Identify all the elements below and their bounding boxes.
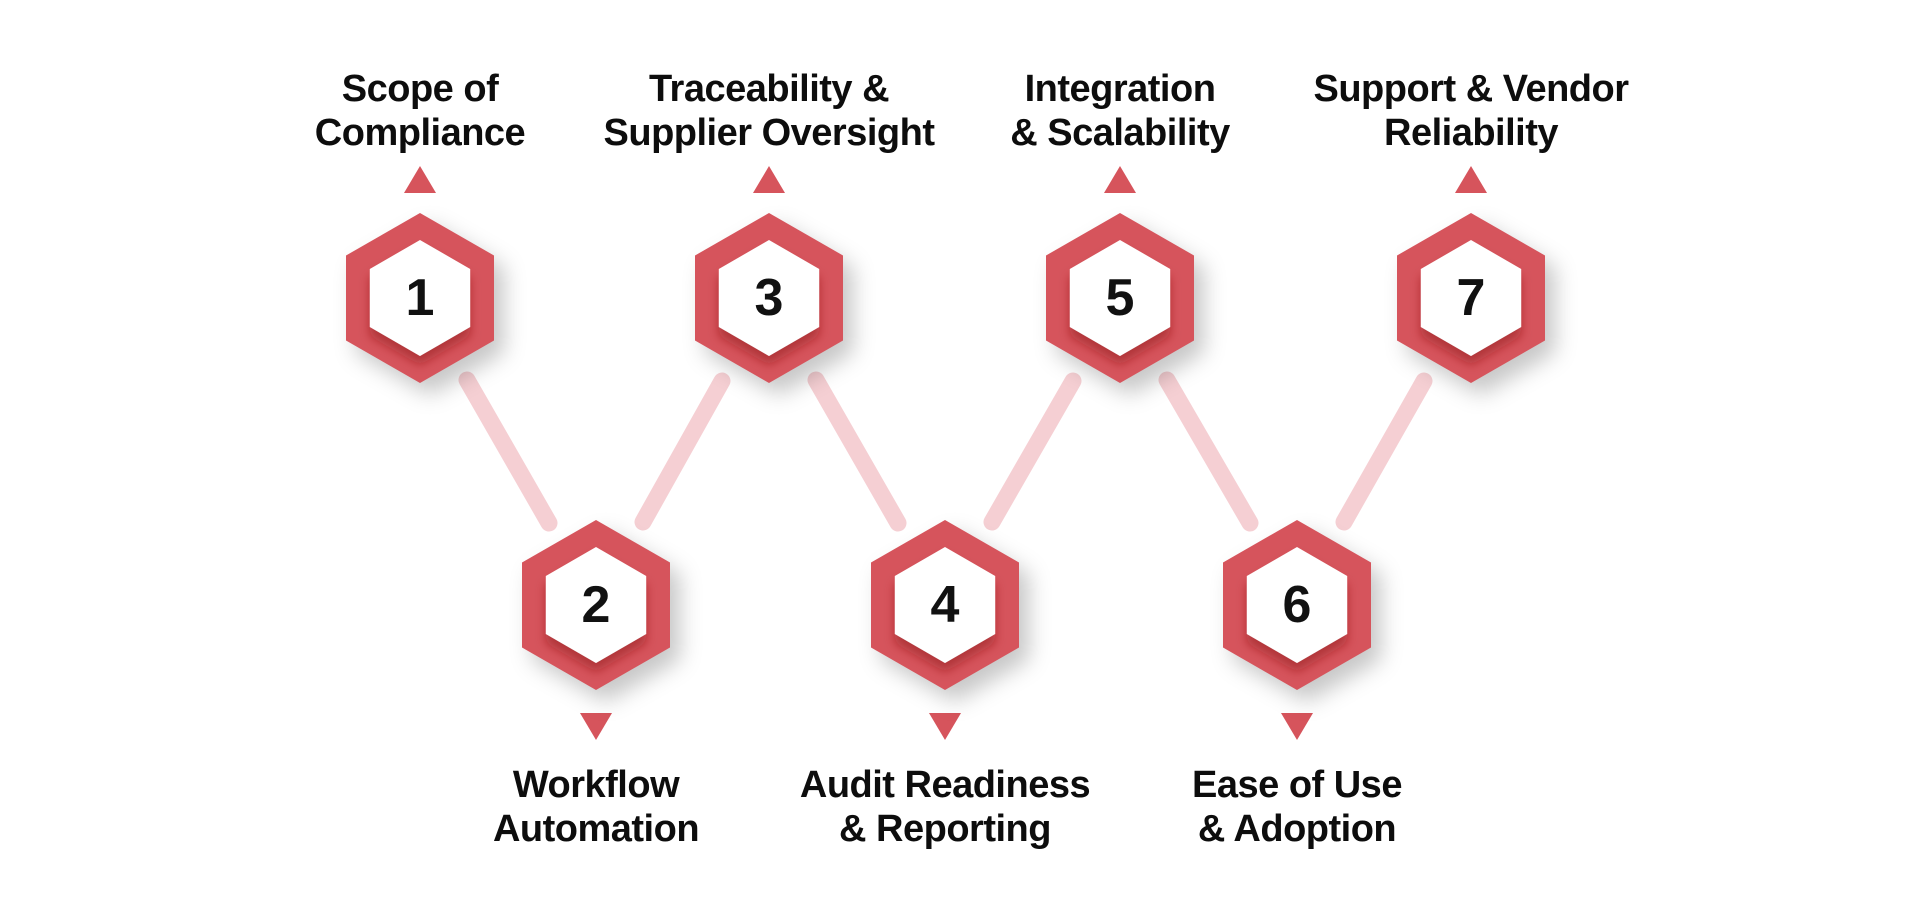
step-3-label: Traceability & Supplier Oversight <box>603 67 935 154</box>
step-3-number: 3 <box>754 269 784 327</box>
step-node-1: Scope of Compliance 1 <box>315 68 526 383</box>
step-4-label: Audit Readiness & Reporting <box>799 764 1091 851</box>
step-7-number: 7 <box>1456 269 1486 327</box>
step-2-label: Workflow Automation <box>492 764 700 851</box>
arrow-down-icon <box>1281 713 1313 740</box>
step-node-6: Ease of Use & Adoption 6 <box>1192 520 1402 850</box>
connector-3-4 <box>807 371 907 532</box>
hexagon-icon <box>871 520 1019 690</box>
step-6-number: 6 <box>1282 576 1312 634</box>
hexagon-icon <box>1046 213 1194 383</box>
arrow-down-icon <box>580 713 612 740</box>
connector-4-5 <box>983 372 1082 531</box>
step-node-2: Workflow Automation 2 <box>493 520 700 850</box>
connector-6-7 <box>1335 372 1433 531</box>
arrow-up-icon <box>753 166 785 193</box>
step-6-label: Ease of Use & Adoption <box>1192 764 1402 851</box>
step-1-label: Scope of Compliance <box>314 67 526 154</box>
hexagon-icon <box>695 213 843 383</box>
hexagon-icon <box>1223 520 1371 690</box>
hexagon-icon <box>346 213 494 383</box>
hexagon-icon <box>522 520 670 690</box>
step-node-3: Traceability & Supplier Oversight 3 <box>604 68 935 383</box>
hexagon-icon <box>1397 213 1545 383</box>
step-node-7: Support & Vendor Reliability 7 <box>1314 68 1629 383</box>
step-1-number: 1 <box>405 269 435 327</box>
connector-2-3 <box>634 372 731 531</box>
arrow-up-icon <box>1104 166 1136 193</box>
step-5-number: 5 <box>1105 269 1135 327</box>
arrow-up-icon <box>1455 166 1487 193</box>
arrow-down-icon <box>929 713 961 740</box>
step-5-label: Integration & Scalability <box>1010 67 1230 154</box>
connector-1-2 <box>458 371 558 532</box>
step-node-5: Integration & Scalability 5 <box>1010 68 1230 383</box>
step-node-4: Audit Readiness & Reporting 4 <box>800 520 1091 850</box>
arrow-up-icon <box>404 166 436 193</box>
step-4-number: 4 <box>930 576 960 634</box>
step-2-number: 2 <box>581 576 611 634</box>
step-7-label: Support & Vendor Reliability <box>1313 67 1630 154</box>
connector-5-6 <box>1158 371 1259 532</box>
